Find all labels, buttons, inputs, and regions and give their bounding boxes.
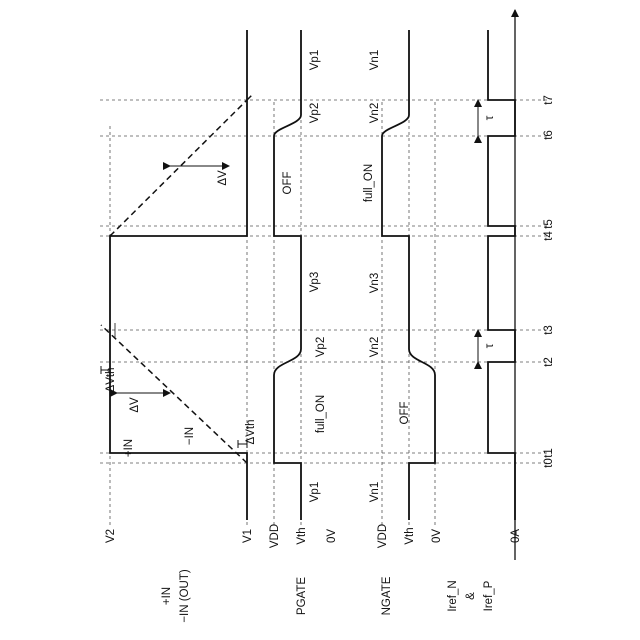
- annot-tau-2: τ: [484, 115, 496, 120]
- pgate-state: full_ON: [315, 395, 327, 433]
- label-pgate: PGATE: [296, 577, 308, 615]
- pgate-waveform: [274, 30, 301, 520]
- time-t5: t5: [543, 219, 555, 229]
- level-v2: V2: [105, 529, 117, 543]
- iref-waveform: [488, 30, 515, 520]
- level-0v-p: 0V: [326, 529, 338, 543]
- ngate-state: Vn1: [369, 50, 381, 70]
- ngate-state: Vn1: [369, 482, 381, 502]
- pgate-state: Vp1: [309, 482, 321, 502]
- time-t3: t3: [543, 325, 555, 335]
- label-amp: &: [465, 592, 477, 600]
- annot-tau-1: τ: [484, 343, 496, 348]
- annot-minus-in: −IN: [184, 427, 196, 445]
- annot-delta-v-1: ΔV: [129, 397, 141, 413]
- pgate-state: OFF: [282, 172, 294, 195]
- level-0a: 0A: [510, 529, 522, 543]
- annot-delta-v-2: ΔV: [217, 170, 229, 186]
- time-t1: t1: [543, 448, 555, 458]
- ngate-state: OFF: [399, 402, 411, 425]
- label-ngate: NGATE: [381, 576, 393, 615]
- time-t2: t2: [543, 357, 555, 367]
- level-vth-n: Vth: [404, 527, 416, 544]
- time-t4: t4: [543, 231, 555, 241]
- label-in-plus: +IN: [161, 587, 173, 605]
- label-in-minus-out: −IN (OUT): [179, 569, 191, 623]
- level-vth-p: Vth: [296, 527, 308, 544]
- ngate-waveform: [382, 30, 435, 520]
- time-t0: t0: [543, 458, 555, 468]
- pgate-state: Vp2: [315, 337, 327, 357]
- annot-plus-in: +IN: [123, 439, 135, 457]
- level-v1: V1: [242, 529, 254, 543]
- pgate-state: Vp1: [309, 50, 321, 70]
- label-iref-n: Iref_N: [447, 580, 459, 611]
- ngate-state: Vn2: [369, 337, 381, 357]
- delta-vth-marks: [101, 366, 247, 448]
- ngate-state: full_ON: [363, 164, 375, 202]
- time-t6: t6: [543, 130, 555, 140]
- annot-delta-vth-bottom: ΔVth: [245, 420, 257, 445]
- ngate-state: Vn3: [369, 273, 381, 293]
- level-vdd-p: VDD: [269, 524, 281, 548]
- label-iref-p: Iref_P: [483, 580, 495, 611]
- time-t7: t7: [543, 95, 555, 105]
- pgate-state: Vp2: [309, 103, 321, 123]
- annot-delta-vth-top: ΔVth: [105, 368, 117, 393]
- in-minus-ramp-fall: [110, 100, 247, 236]
- level-guides: [110, 100, 435, 525]
- level-vdd-n: VDD: [377, 524, 389, 548]
- ngate-state: Vn2: [369, 103, 381, 123]
- pgate-state: Vp3: [309, 272, 321, 292]
- level-0v-n: 0V: [431, 529, 443, 543]
